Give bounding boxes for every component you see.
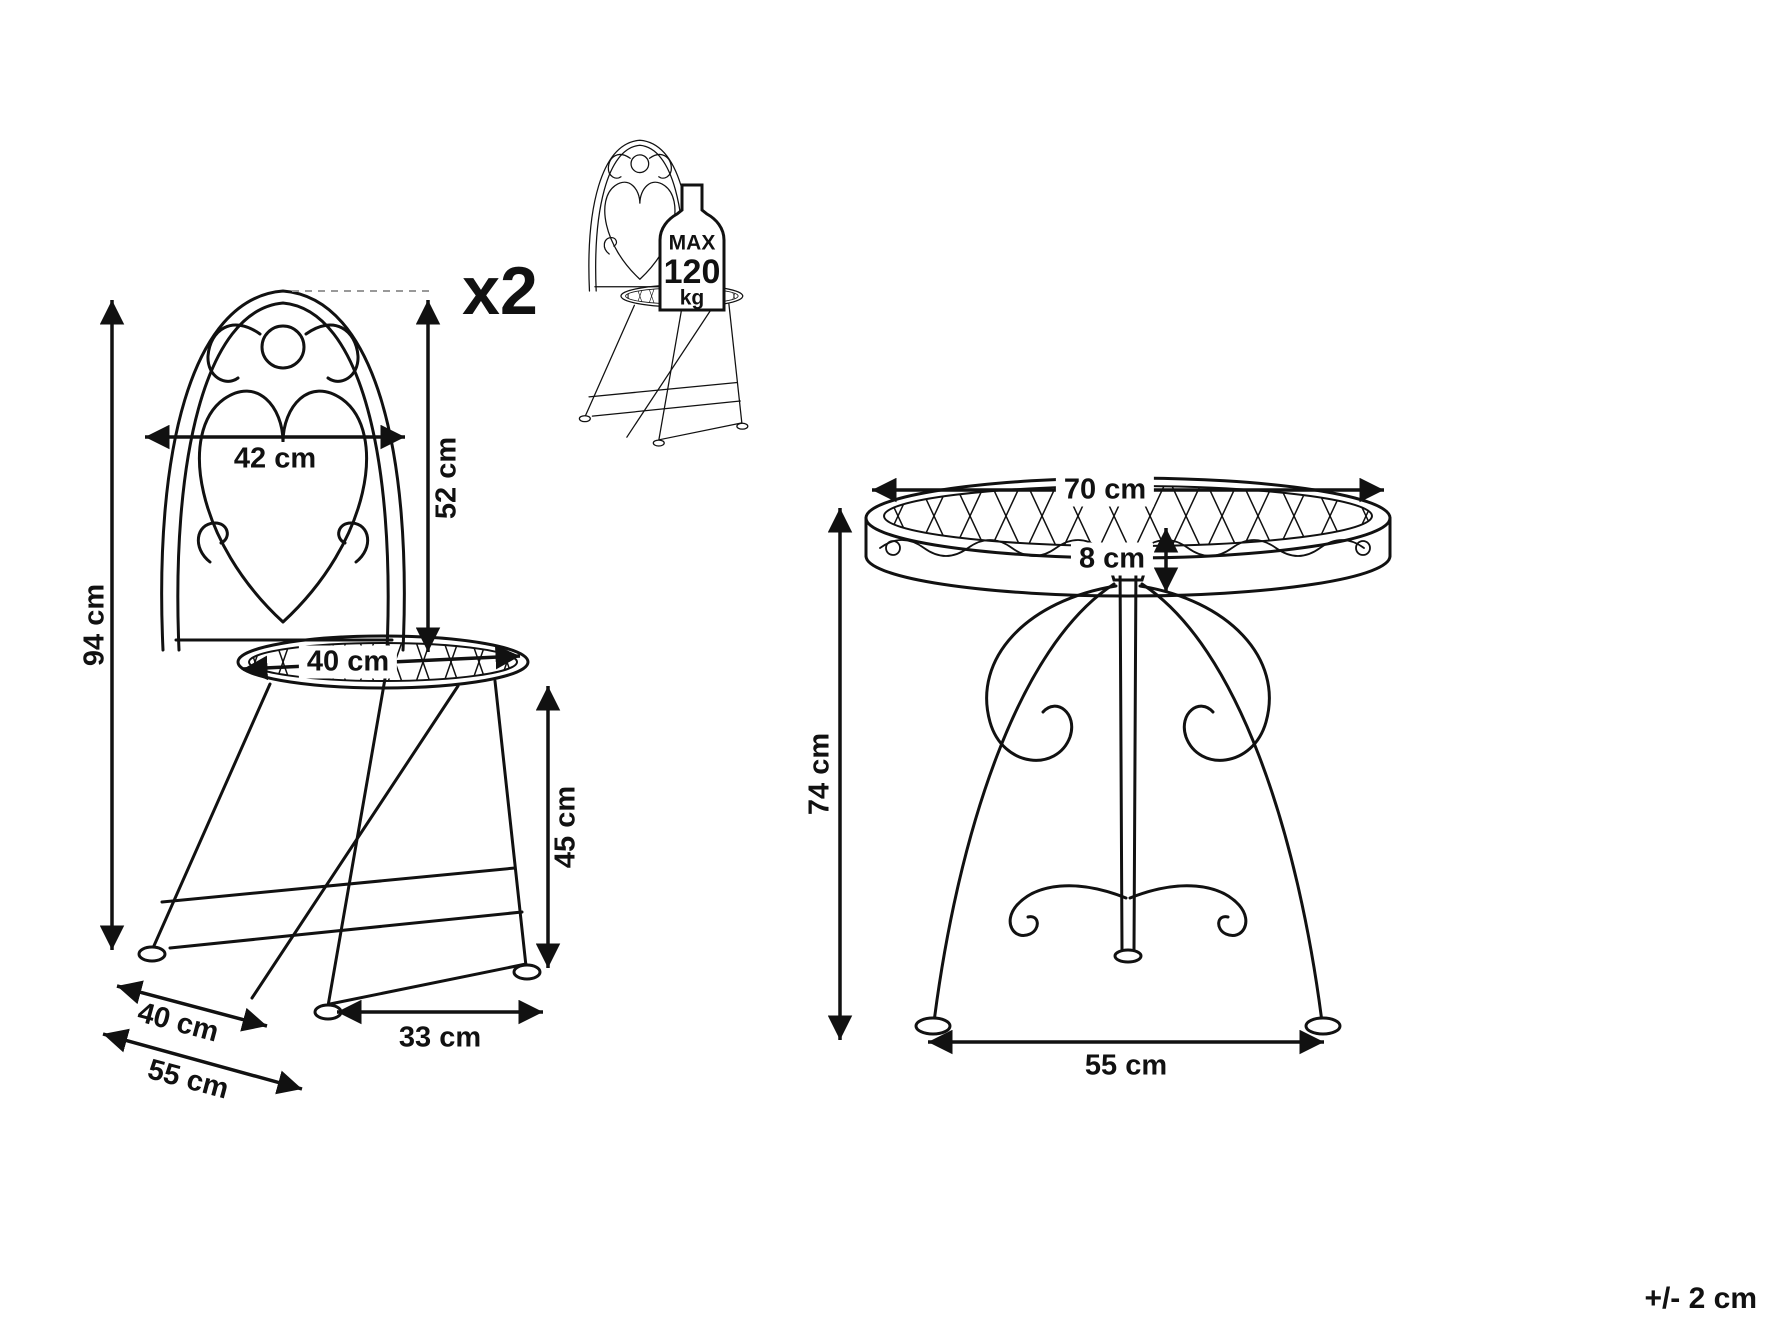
max-load-line3: kg <box>679 286 705 310</box>
table-height-label: 74 cm <box>803 732 836 816</box>
chair-height-label: 94 cm <box>78 583 111 667</box>
quantity-label: x2 <box>462 253 538 329</box>
table-apron-height-label: 8 cm <box>1070 542 1154 576</box>
max-load-line2: 120 <box>663 253 721 291</box>
max-load-vase <box>658 183 726 312</box>
tolerance-note: +/- 2 cm <box>1644 1282 1757 1315</box>
chair-seat-width-label: 40 cm <box>298 645 398 679</box>
tabletop-lattice <box>884 486 1372 546</box>
table-top-diameter-label: 70 cm <box>1055 473 1155 507</box>
chair-seat-height-label: 45 cm <box>549 785 582 869</box>
chair-seat-depth-arrow <box>116 980 268 1032</box>
max-load-line1: MAX <box>668 231 716 255</box>
chair-leg-spacing-label: 33 cm <box>398 1021 482 1054</box>
chair-back-width-label: 42 cm <box>225 442 325 476</box>
chair-overall-depth-arrow <box>102 1028 303 1095</box>
chair-backrest-height-label: 52 cm <box>430 428 464 528</box>
table-base-width-label: 55 cm <box>1084 1049 1168 1082</box>
dimension-arrows <box>99 290 1384 1095</box>
